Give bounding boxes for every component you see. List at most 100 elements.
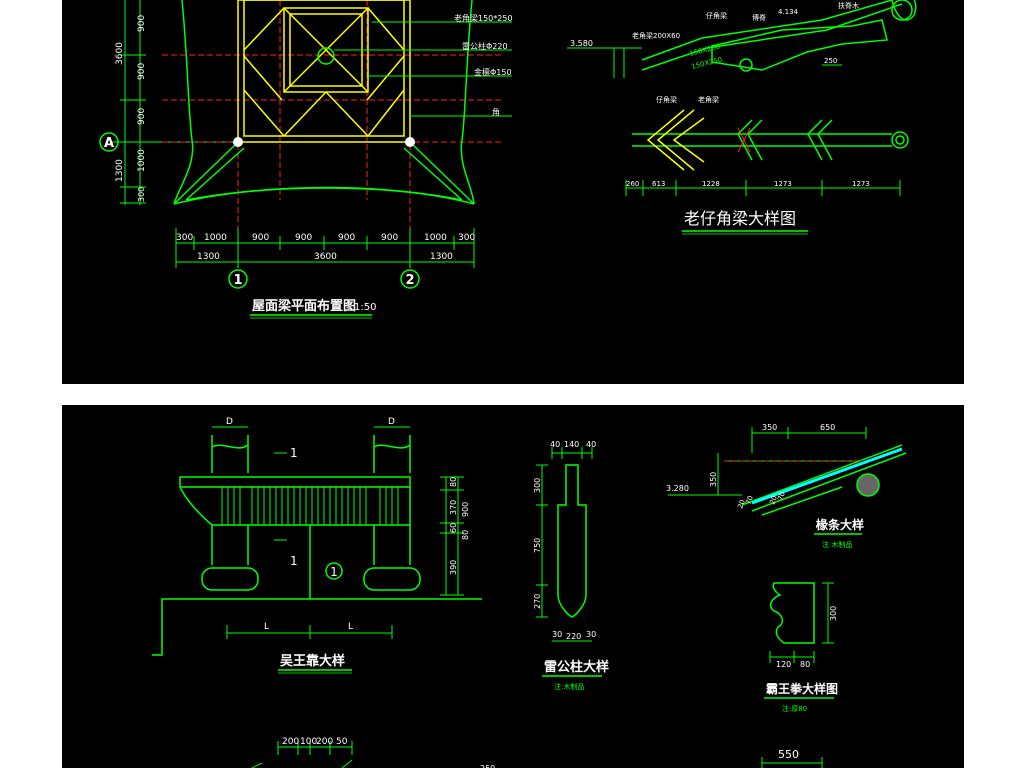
ba-wang-dim-2: 80 <box>800 660 810 669</box>
wu-wang-slats <box>221 487 399 525</box>
lei-gong-side-dim-2: 270 <box>533 594 542 609</box>
bottom-dim-1: 100 <box>300 737 317 747</box>
dim-bottom-3: 900 <box>252 233 269 243</box>
purlin-note: 注:木制品 <box>822 540 852 549</box>
lei-gong-top-dim-2: 40 <box>586 440 596 449</box>
purlin-dim-3: 3.280 <box>666 484 689 493</box>
cb-label-5: 3.580 <box>570 39 593 48</box>
lei-gong-bottom-dim-0: 30 <box>552 630 562 639</box>
dim-bottom-total-3: 1300 <box>430 252 453 262</box>
ba-wang-block <box>769 582 815 644</box>
plan-title: 屋面梁平面布置图 <box>252 298 356 314</box>
lei-gong-bottom-dim-1: 220 <box>566 632 581 641</box>
cb-dim-4: 1273 <box>774 180 792 188</box>
cb-dim-5: 1273 <box>852 180 870 188</box>
bottom-right-dim: 550 <box>778 748 799 761</box>
bottom-partial-dims <box>251 741 823 768</box>
ba-wang-title: 霸王拳大样图 <box>766 681 838 696</box>
wu-wang-dim-3: 80 <box>461 530 470 540</box>
drawing-panel-bottom: D D 1 1 1 L L 80 370 60 80 390 900 吴王靠大样… <box>62 405 964 768</box>
column-left <box>233 137 243 147</box>
wu-wang-circle-1-label: 1 <box>330 565 338 579</box>
purlin-detail <box>741 444 907 516</box>
cb-label-10: 老角梁 <box>698 95 719 104</box>
drawing-panel-top: 900 900 900 1000 300 3600 1300 A <box>62 0 964 384</box>
lei-gong-top-dim-0: 40 <box>550 440 560 449</box>
corner-beam-chevrons <box>646 109 705 171</box>
left-dimension-chain <box>110 0 237 205</box>
purlin-title: 椽条大样 <box>815 517 864 532</box>
annotation-corner-beam: 老角梁150*250 <box>454 13 513 23</box>
corner-beam-dims <box>567 47 842 78</box>
axis-a-bubble <box>99 132 119 152</box>
bottom-dim-0: 200 <box>282 737 299 747</box>
cb-dim-3: 1228 <box>702 180 720 188</box>
dim-bottom-5: 900 <box>338 233 355 243</box>
cb-label-1: 仔角梁 <box>706 11 727 20</box>
wu-wang-d-left: D <box>226 417 233 427</box>
cb-label-2: 博脊 <box>752 13 766 22</box>
wu-wang-bench <box>152 435 482 656</box>
purlin-dim-4: 20 <box>736 499 747 510</box>
purlin-dim-0: 350 <box>762 423 777 432</box>
dim-left-total: 3600 <box>115 42 125 65</box>
dim-bottom-total-1: 1300 <box>197 252 220 262</box>
plan-scale: 1:50 <box>354 302 376 313</box>
dim-bottom-total-2: 3600 <box>314 252 337 262</box>
corner-beams <box>173 141 475 205</box>
corner-beam-center-cross-2 <box>737 127 751 153</box>
ba-wang-dim-0: 300 <box>829 606 838 621</box>
wu-wang-dim-1: 370 <box>449 500 458 515</box>
purlin-dim-7: 70 <box>776 491 787 502</box>
cb-label-3: 4.134 <box>778 8 799 16</box>
axis-2-label: 2 <box>405 273 414 288</box>
dim-bottom-4: 900 <box>295 233 312 243</box>
ba-wang-dim-1: 120 <box>776 660 791 669</box>
corner-beam-plan <box>632 119 909 161</box>
cb-label-8: 250 <box>824 57 837 65</box>
wu-wang-title: 吴王靠大样 <box>280 653 345 669</box>
bottom-dimension-chain <box>175 228 475 268</box>
wu-wang-callout-1b: 1 <box>290 554 298 568</box>
lei-gong-side-dim-1: 750 <box>533 538 542 553</box>
cb-label-7: 150X250 <box>691 56 724 71</box>
lei-gong-title: 雷公柱大样 <box>544 659 609 675</box>
purlin-log <box>856 473 880 497</box>
purlin-dim-2: 350 <box>709 472 718 487</box>
wu-wang-dims <box>212 426 464 639</box>
corner-beam-title: 老仔角梁大样图 <box>684 209 796 228</box>
details-svg: D D 1 1 1 L L 80 370 60 80 390 900 吴王靠大样… <box>152 417 907 768</box>
cb-dim-2: 613 <box>652 180 665 188</box>
axis-a-label: A <box>104 136 114 151</box>
bottom-dim-3: 50 <box>336 737 348 747</box>
wu-wang-l-left: L <box>264 622 269 632</box>
cb-label-6: 150X250 <box>689 43 722 58</box>
purlin-dim-6: 20 <box>768 495 779 506</box>
dim-left-3: 900 <box>137 108 147 125</box>
wu-wang-callout-1a: 1 <box>290 446 298 460</box>
ba-wang-dims <box>769 582 834 663</box>
cb-dim-1: 260 <box>626 180 639 188</box>
cb-label-0: 老角梁200X60 <box>632 31 680 40</box>
king-post-circle <box>317 47 335 65</box>
axis-1-bubble <box>228 269 248 289</box>
wu-wang-dim-2: 60 <box>449 523 458 533</box>
dim-bottom-8: 300 <box>458 233 475 243</box>
dim-left-2: 900 <box>137 63 147 80</box>
dim-left-4: 1000 <box>137 149 147 172</box>
wu-wang-circle-1 <box>325 562 343 580</box>
cb-label-4: 扶脊木 <box>838 1 859 10</box>
corner-beam-elevation <box>641 0 917 72</box>
wu-wang-l-right: L <box>348 622 353 632</box>
axis-1-label: 1 <box>233 273 242 288</box>
dim-bottom-6: 900 <box>381 233 398 243</box>
axis-2-bubble <box>400 269 420 289</box>
corner-beam-dim-chain <box>625 180 901 196</box>
annotation-purlin: 金檩Φ150 <box>474 67 512 77</box>
lei-gong-column <box>557 464 587 618</box>
wu-wang-dim-0: 80 <box>449 477 458 487</box>
dim-bottom-7: 1000 <box>424 233 447 243</box>
lei-gong-dims <box>536 447 593 642</box>
dim-bottom-1: 300 <box>176 233 193 243</box>
beam-framing <box>237 0 411 143</box>
